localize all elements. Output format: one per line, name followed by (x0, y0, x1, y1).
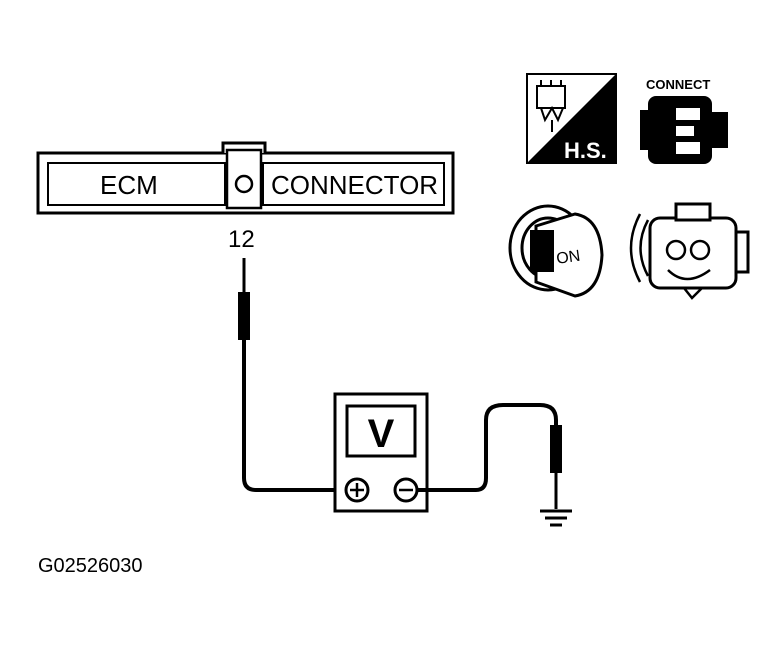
voltmeter-symbol: V (368, 412, 395, 456)
connector-center-block (225, 148, 263, 210)
connector-right-cavity (262, 162, 445, 206)
harness-side-label: H.S. (564, 138, 607, 163)
connect-icon: CONNECT (640, 77, 728, 164)
ecm-connector: ECM CONNECTOR (36, 141, 455, 215)
ecm-label: ECM (100, 170, 158, 200)
ignition-on-label: ON (555, 248, 581, 268)
negative-probe-lead (417, 403, 562, 509)
connector-pin-hole (234, 174, 254, 194)
ignition-on-icon: ON (508, 204, 604, 298)
ground-symbol-icon (540, 509, 572, 527)
plus-terminal-icon (344, 477, 370, 503)
connector-label: CONNECTOR (271, 170, 438, 200)
pin-number: 12 (228, 226, 255, 253)
connector-left-cavity (47, 162, 226, 206)
connect-label: CONNECT (646, 77, 710, 92)
positive-probe-tip (238, 292, 250, 340)
harness-side-icon: H.S. (526, 73, 617, 164)
engine-icon (629, 202, 750, 300)
voltmeter: V (333, 392, 429, 513)
connector-probe-icon (536, 80, 566, 132)
figure-id: G02526030 (38, 555, 143, 577)
minus-terminal-icon (393, 477, 419, 503)
voltmeter-display (345, 404, 417, 458)
negative-probe-tip (550, 425, 562, 473)
positive-probe-lead (238, 258, 344, 492)
